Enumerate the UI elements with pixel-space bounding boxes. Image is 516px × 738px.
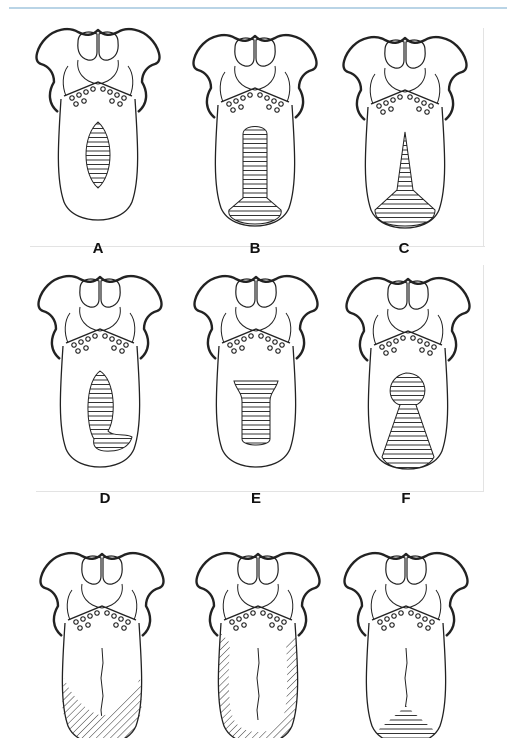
panel-label-f: F [376,490,436,507]
tongue-panel-c [344,37,467,228]
panel-label-b: B [225,240,285,257]
tongue-panel-row3-1 [41,553,164,738]
panel-label-d: D [75,490,135,507]
tongue-panel-d [39,276,162,467]
tongue-panel-f [347,278,470,469]
tongue-panel-e [195,276,318,467]
tongue-panel-a [37,29,160,220]
tongue-panel-b [194,35,317,226]
tongue-panel-row3-3 [345,553,468,738]
tongue-panel-row3-2 [197,553,320,738]
panel-label-c: C [374,240,434,257]
panel-label-a: A [68,240,128,257]
panel-label-e: E [226,490,286,507]
